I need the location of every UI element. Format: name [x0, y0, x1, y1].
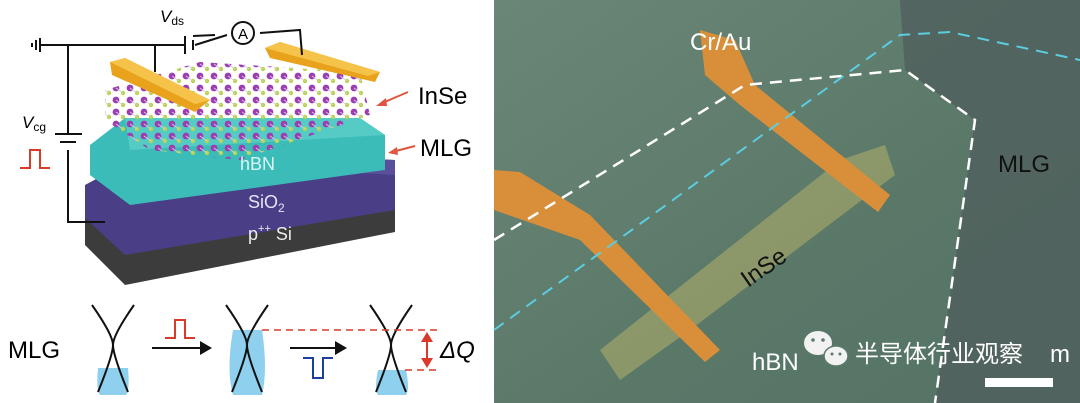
dirac-cone-3 — [369, 304, 413, 393]
scale-bar — [985, 378, 1053, 387]
negative-pulse-icon — [303, 357, 333, 379]
circuit-wires — [31, 28, 303, 223]
arrow-right-icon — [200, 341, 212, 355]
device-schematic: A Vds Vcg InSe MLG hBN SiO2 p++ Si MLG — [0, 0, 490, 403]
sio2-label: SiO2 — [248, 192, 285, 215]
ammeter-icon — [231, 21, 255, 45]
crau-label: Cr/Au — [690, 29, 751, 56]
scale-bar-label: m — [1050, 341, 1070, 368]
dirac-cone-2 — [225, 304, 269, 393]
inse-label: InSe — [418, 83, 467, 110]
mlg-boundary — [493, 30, 1080, 331]
watermark-text: 半导体行业观察 — [855, 340, 1023, 368]
hbn-label: hBN — [240, 154, 275, 174]
micrograph-hbn-label: hBN — [752, 349, 799, 376]
crau-electrode-left — [494, 170, 720, 362]
band-diagram: MLG ΔQ — [8, 304, 475, 395]
si-label: p++ Si — [248, 223, 292, 244]
positive-pulse-icon — [165, 319, 195, 339]
band-mlg-label: MLG — [8, 337, 60, 364]
ammeter-label: A — [238, 26, 248, 43]
gate-pulse-icon — [20, 149, 50, 169]
mlg-label: MLG — [420, 135, 472, 162]
crau-electrode-top — [700, 30, 890, 212]
delta-q-label: ΔQ — [439, 337, 475, 364]
micrograph-mlg-label: MLG — [998, 151, 1050, 178]
arrow-right-icon — [335, 341, 347, 355]
optical-micrograph: Cr/Au MLG InSe hBN m 半导体行业观察 — [493, 0, 1080, 403]
vds-label: Vds — [160, 7, 184, 28]
wechat-icon — [804, 331, 849, 367]
mlg-region — [900, 0, 1080, 403]
dirac-cone-1 — [91, 304, 135, 393]
vcg-label: Vcg — [22, 113, 46, 134]
